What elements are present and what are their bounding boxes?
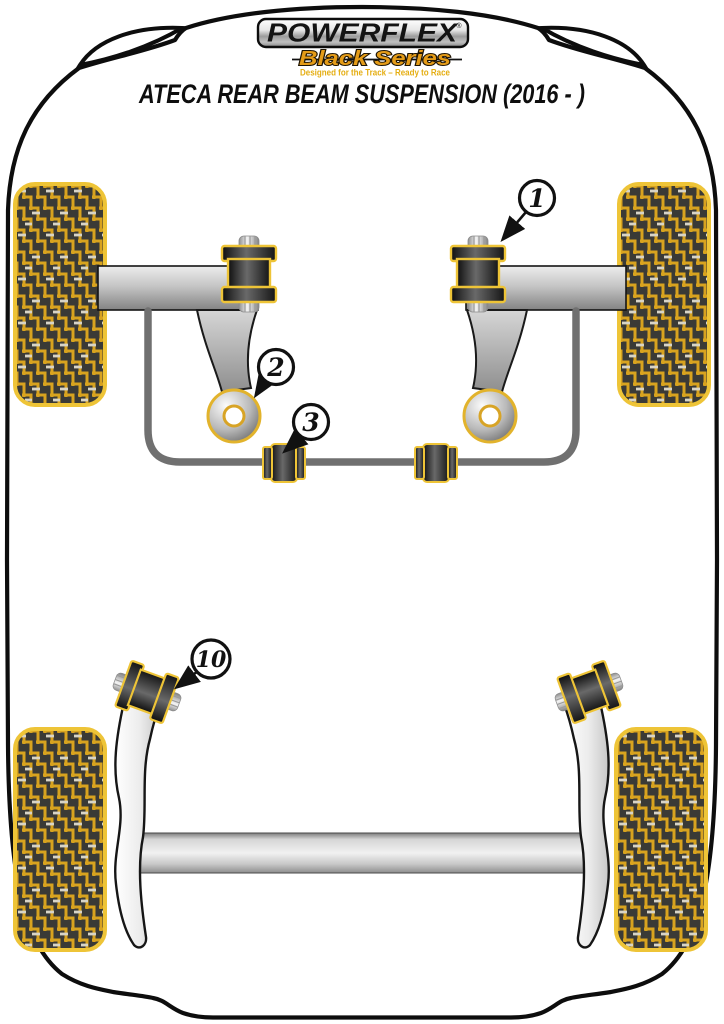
- rear-trailing-arm-right: [562, 700, 610, 949]
- callout-3: 3: [282, 402, 331, 454]
- callout-2-arrow: [253, 370, 277, 399]
- callout-10-circle: [190, 638, 232, 680]
- rear-trailing-arm-left: [114, 700, 162, 949]
- callout-1-arrow: [500, 211, 527, 242]
- rear-beam: [127, 832, 599, 874]
- callout-2: 2: [253, 347, 296, 399]
- diagram-title: ATECA REAR BEAM SUSPENSION (2016 - ): [138, 79, 585, 109]
- rear-beam-suspension: [105, 656, 631, 949]
- callout-3-circle: [291, 402, 331, 442]
- callout-1-circle: [517, 178, 557, 218]
- round-bush-right: [462, 388, 518, 444]
- logo-plate: [256, 17, 470, 49]
- callout-3-number: 3: [302, 408, 319, 437]
- callout-2-circle: [256, 347, 296, 387]
- callout-1-number: 1: [528, 184, 545, 213]
- logo-series-text: Black Series: [299, 48, 451, 70]
- logo-brand-text: POWERFLEX: [267, 18, 459, 48]
- callouts: 1 2 3 10: [173, 178, 557, 690]
- anti-roll-bar: [144, 307, 580, 466]
- headlight-right: [535, 25, 649, 68]
- callout-1: 1: [500, 178, 557, 242]
- front-suspension: [97, 234, 627, 483]
- tire-front-left: [13, 182, 107, 407]
- arb-bush-right: [414, 443, 458, 483]
- callout-10-number: 10: [196, 647, 227, 673]
- round-bush-left: [206, 388, 262, 444]
- arb-bush-left: [262, 443, 306, 483]
- front-bush-left: [220, 234, 278, 314]
- powerflex-logo: POWERFLEX ® Black Series Designed for th…: [256, 17, 470, 78]
- tire-front-right: [617, 182, 711, 407]
- callout-10: 10: [173, 638, 232, 690]
- logo-registered-mark: ®: [456, 22, 462, 30]
- logo-tagline: Designed for the Track – Ready to Race: [300, 68, 450, 78]
- tire-rear-right: [614, 727, 708, 952]
- callout-10-arrow: [173, 665, 201, 690]
- callout-2-number: 2: [266, 353, 284, 382]
- car-body-outline: [4, 4, 720, 1020]
- callout-3-arrow: [282, 428, 309, 454]
- tire-rear-left: [13, 727, 107, 952]
- headlight-left: [75, 25, 189, 68]
- front-bush-right: [449, 234, 507, 314]
